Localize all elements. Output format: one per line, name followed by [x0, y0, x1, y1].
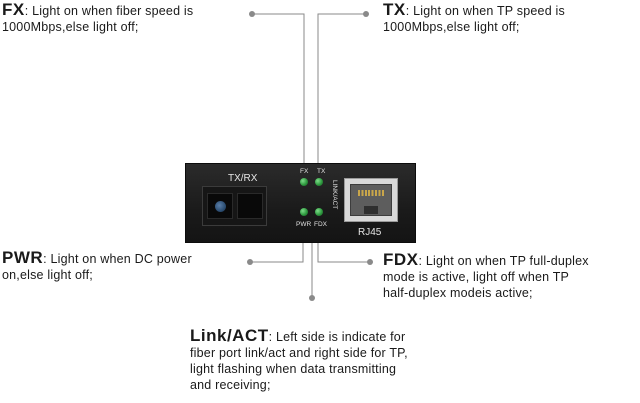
pwr-desc-line-2: on,else light off; — [2, 268, 93, 282]
rj45-port — [344, 178, 398, 222]
fiber-ferrule — [215, 201, 226, 212]
tx-leader-dot — [363, 11, 369, 17]
led-label-pwr: PWR — [296, 221, 312, 228]
fdx-leader-dot — [367, 259, 373, 265]
link-act-desc-line-4: and receiving; — [190, 378, 271, 392]
led-pwr — [300, 208, 308, 216]
fiber-port-rx-hole — [237, 193, 263, 219]
led-label-tx: TX — [317, 168, 326, 175]
link-act-callout: Link/ACT: Left side is indicate for fibe… — [190, 326, 408, 393]
led-fdx — [315, 208, 323, 216]
tx-desc-line-2: 1000Mbps,else light off; — [383, 20, 520, 34]
led-fx-link-act — [300, 178, 308, 186]
link-act-desc-line-2: fiber port link/act and right side for T… — [190, 346, 408, 360]
led-label-fdx: FDX — [314, 221, 327, 228]
led-tx-link-act — [315, 178, 323, 186]
tx-leader-line — [317, 13, 366, 168]
fiber-port-label: TX/RX — [228, 173, 258, 184]
pwr-desc-line-1: : Light on when DC power — [43, 252, 192, 266]
led-label-fx: FX — [300, 168, 309, 175]
tx-callout: TX: Light on when TP speed is 1000Mbps,e… — [383, 0, 565, 35]
fdx-desc-line-2: mode is active, light off when TP — [383, 270, 570, 284]
media-converter-front-panel: TX/RX FX TX LINK/ACT PWR FDX RJ45 — [185, 163, 416, 243]
link-act-leader-dot — [309, 295, 315, 301]
rj45-latch — [364, 206, 378, 214]
link-act-desc-line-3: light flashing when data transmitting — [190, 362, 397, 376]
fiber-port-tx-hole — [207, 193, 233, 219]
led-label-link-act: LINK/ACT — [331, 180, 338, 210]
fx-desc-line-2: 1000Mbps,else light off; — [2, 20, 139, 34]
rj45-label: RJ45 — [358, 227, 382, 238]
fiber-port — [202, 186, 267, 226]
fx-key: FX — [2, 0, 25, 19]
fdx-key: FDX — [383, 250, 419, 269]
tx-desc-line-1: : Light on when TP speed is — [405, 4, 565, 18]
link-act-desc-line-1: : Left side is indicate for — [268, 330, 406, 344]
fx-callout: FX: Light on when fiber speed is 1000Mbp… — [2, 0, 194, 35]
pwr-leader-dot — [247, 259, 253, 265]
fdx-desc-line-3: half-duplex modeis active; — [383, 286, 533, 300]
fx-desc-line-1: : Light on when fiber speed is — [24, 4, 194, 18]
fdx-callout: FDX: Light on when TP full-duplex mode i… — [383, 250, 589, 301]
pwr-key: PWR — [2, 248, 44, 267]
pwr-callout: PWR: Light on when DC power on,else ligh… — [2, 248, 192, 283]
rj45-socket — [350, 184, 392, 216]
fx-leader-dot — [249, 11, 255, 17]
fdx-desc-line-1: : Light on when TP full-duplex — [418, 254, 589, 268]
fx-leader-line — [252, 13, 305, 168]
tx-key: TX — [383, 0, 406, 19]
link-act-key: Link/ACT — [190, 326, 269, 345]
rj45-pins — [358, 190, 384, 196]
